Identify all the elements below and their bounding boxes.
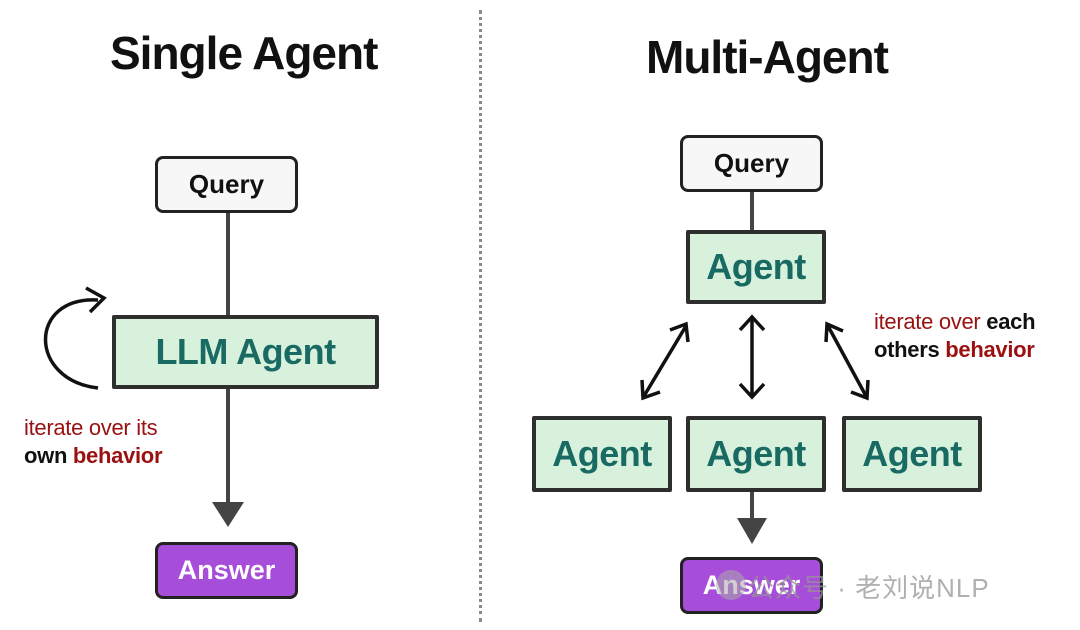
agent-box-3: Agent <box>842 416 982 492</box>
query-box: Query <box>680 135 823 192</box>
self-loop-arrow <box>43 298 99 390</box>
agent-box-2: Agent <box>686 416 826 492</box>
note-iterate: iterate over <box>874 309 981 334</box>
note-line-1: iterate over its <box>24 415 158 440</box>
self-loop-arrowhead <box>85 286 107 314</box>
down-arrowhead <box>212 502 244 527</box>
wechat-logo-icon <box>716 570 746 600</box>
watermark: 公众号 · 老刘说NLP <box>748 573 990 603</box>
bidirectional-arrow-left <box>640 321 690 401</box>
single-agent-note: iterate over its own behavior <box>24 414 163 470</box>
note-behavior: behavior <box>72 443 163 468</box>
agent-box-1: Agent <box>532 416 672 492</box>
note-own: own <box>24 443 68 468</box>
section-divider <box>479 10 482 622</box>
single-agent-title: Single Agent <box>110 27 378 79</box>
multi-agent-title: Multi-Agent <box>646 31 889 83</box>
note-behavior: behavior <box>945 337 1035 362</box>
answer-box: Answer <box>155 542 298 599</box>
orchestrator-agent-box: Agent <box>686 230 826 304</box>
llm-agent-box: LLM Agent <box>112 315 379 389</box>
bidirectional-arrow-center <box>738 314 766 400</box>
note-each: each <box>986 309 1036 334</box>
down-arrowhead <box>737 518 767 544</box>
bidirectional-arrow-right <box>824 321 870 401</box>
query-box: Query <box>155 156 298 213</box>
multi-agent-note: iterate over each others behavior <box>874 308 1036 364</box>
note-others: others <box>874 337 940 362</box>
